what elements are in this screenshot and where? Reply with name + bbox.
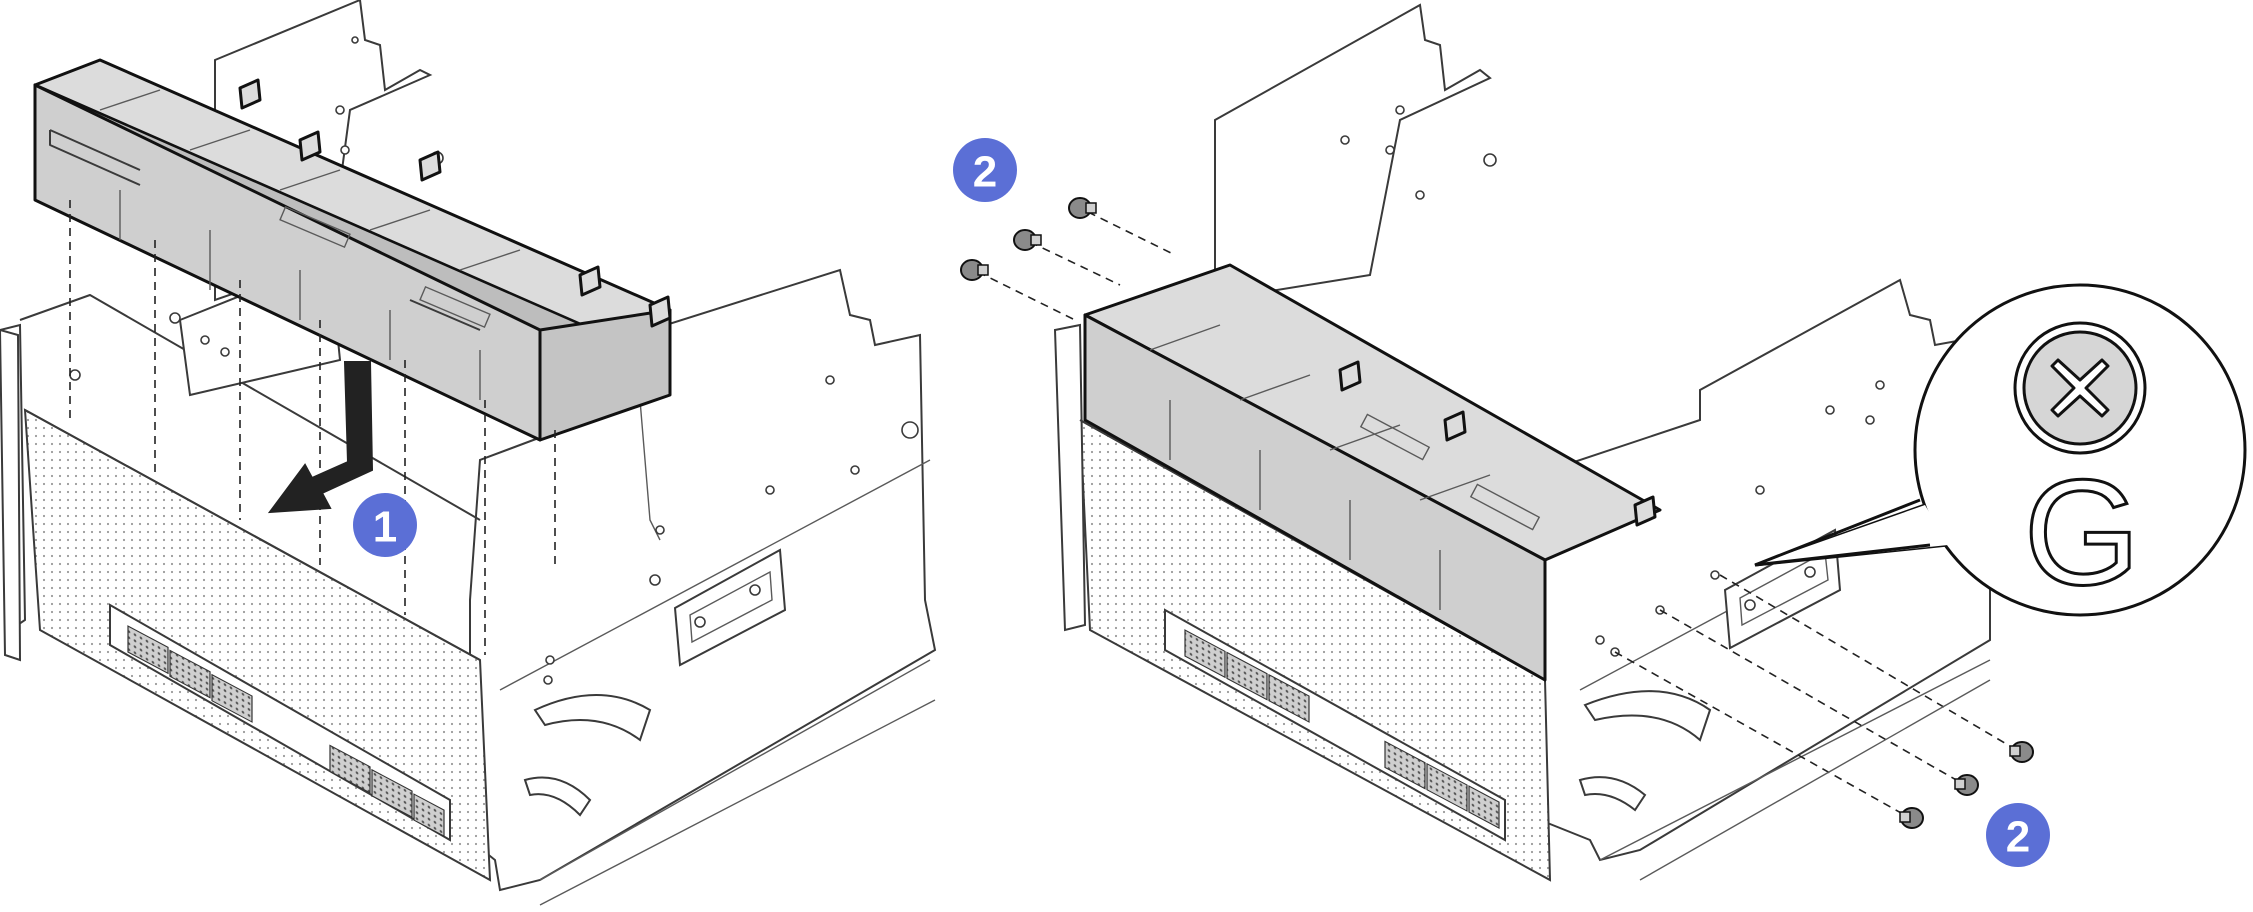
left-illustration: 1 bbox=[0, 0, 937, 892]
screw-icon bbox=[960, 259, 989, 281]
phillips-screw-head-icon bbox=[2013, 321, 2147, 455]
insert-arrow-icon bbox=[267, 361, 374, 514]
screws-bottom-right bbox=[1614, 574, 2034, 829]
screw-icon bbox=[1954, 774, 1979, 796]
screws-top-left bbox=[960, 197, 1176, 321]
callout-step-1-label: 1 bbox=[373, 503, 397, 552]
screw-icon bbox=[2009, 741, 2034, 763]
drive-cage-left bbox=[33, 58, 672, 442]
callout-step-2-top: 2 bbox=[953, 138, 1017, 202]
callout-step-1: 1 bbox=[353, 493, 417, 557]
callout-step-2-bottom: 2 bbox=[1986, 803, 2050, 867]
right-illustration: 2 2 G bbox=[953, 3, 2247, 882]
front-mesh-bezel-left bbox=[0, 294, 492, 882]
callout-step-2-bottom-label: 2 bbox=[2006, 813, 2030, 862]
rear-bulkhead-right bbox=[1214, 3, 1497, 302]
screw-icon bbox=[1899, 807, 1924, 829]
callout-step-2-top-label: 2 bbox=[973, 148, 997, 197]
floor-line-right bbox=[1639, 679, 1991, 881]
zoom-detail: G bbox=[1754, 283, 2247, 618]
zoom-letter-label: G bbox=[2024, 448, 2141, 616]
screw-icon bbox=[1013, 229, 1042, 251]
screw-icon bbox=[1068, 197, 1097, 219]
drive-cage-installed-right bbox=[1083, 263, 1662, 682]
alignment-lines-left bbox=[69, 200, 556, 655]
chassis-side-panel-right bbox=[1539, 278, 1991, 862]
floor-line-left bbox=[539, 699, 936, 906]
